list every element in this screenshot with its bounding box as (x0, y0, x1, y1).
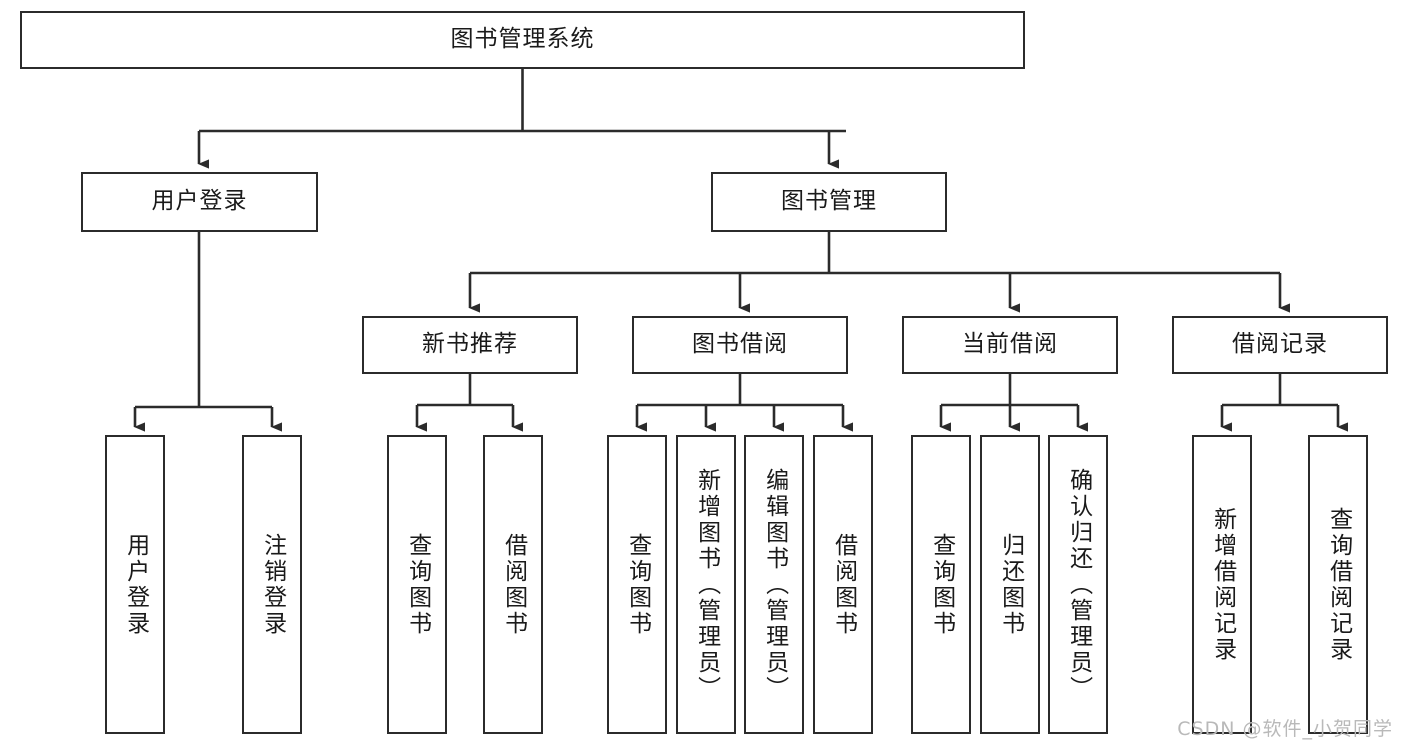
leaf-current-borrow-confirm-return-admin[interactable]: 确认归还（管理员） (1048, 435, 1108, 734)
leaf-label: 确认归还（管理员） (1065, 467, 1092, 702)
leaf-label: 用户登录 (122, 532, 149, 637)
node-root-system[interactable]: 图书管理系统 (20, 11, 1025, 69)
node-current-borrow[interactable]: 当前借阅 (902, 316, 1118, 374)
node-borrow-record[interactable]: 借阅记录 (1172, 316, 1388, 374)
leaf-new-book-borrow-book[interactable]: 借阅图书 (483, 435, 543, 734)
leaf-label: 查询图书 (404, 532, 431, 637)
leaf-label: 查询图书 (624, 532, 651, 637)
leaf-label: 编辑图书（管理员） (761, 467, 788, 702)
leaf-label: 查询借阅记录 (1325, 506, 1352, 663)
leaf-label: 借阅图书 (830, 532, 857, 637)
leaf-new-book-query-book[interactable]: 查询图书 (387, 435, 447, 734)
watermark-text: CSDN @软件_小贺同学 (1177, 718, 1393, 740)
leaf-borrow-record-query-record[interactable]: 查询借阅记录 (1308, 435, 1368, 734)
leaf-user-login-login[interactable]: 用户登录 (105, 435, 165, 734)
leaf-label: 借阅图书 (500, 532, 527, 637)
leaf-label: 新增图书（管理员） (693, 467, 720, 702)
node-new-book-recommend[interactable]: 新书推荐 (362, 316, 578, 374)
leaf-label: 查询图书 (928, 532, 955, 637)
leaf-current-borrow-query-book[interactable]: 查询图书 (911, 435, 971, 734)
leaf-user-login-logout[interactable]: 注销登录 (242, 435, 302, 734)
leaf-borrow-record-add-record[interactable]: 新增借阅记录 (1192, 435, 1252, 734)
node-book-management[interactable]: 图书管理 (711, 172, 947, 232)
leaf-current-borrow-return-book[interactable]: 归还图书 (980, 435, 1040, 734)
node-user-login[interactable]: 用户登录 (81, 172, 318, 232)
leaf-book-borrow-edit-book-admin[interactable]: 编辑图书（管理员） (744, 435, 804, 734)
leaf-book-borrow-add-book-admin[interactable]: 新增图书（管理员） (676, 435, 736, 734)
leaf-label: 注销登录 (259, 532, 286, 637)
leaf-label: 新增借阅记录 (1209, 506, 1236, 663)
node-book-borrow[interactable]: 图书借阅 (632, 316, 848, 374)
leaf-label: 归还图书 (997, 532, 1024, 637)
leaf-book-borrow-borrow-book[interactable]: 借阅图书 (813, 435, 873, 734)
leaf-book-borrow-query-book[interactable]: 查询图书 (607, 435, 667, 734)
